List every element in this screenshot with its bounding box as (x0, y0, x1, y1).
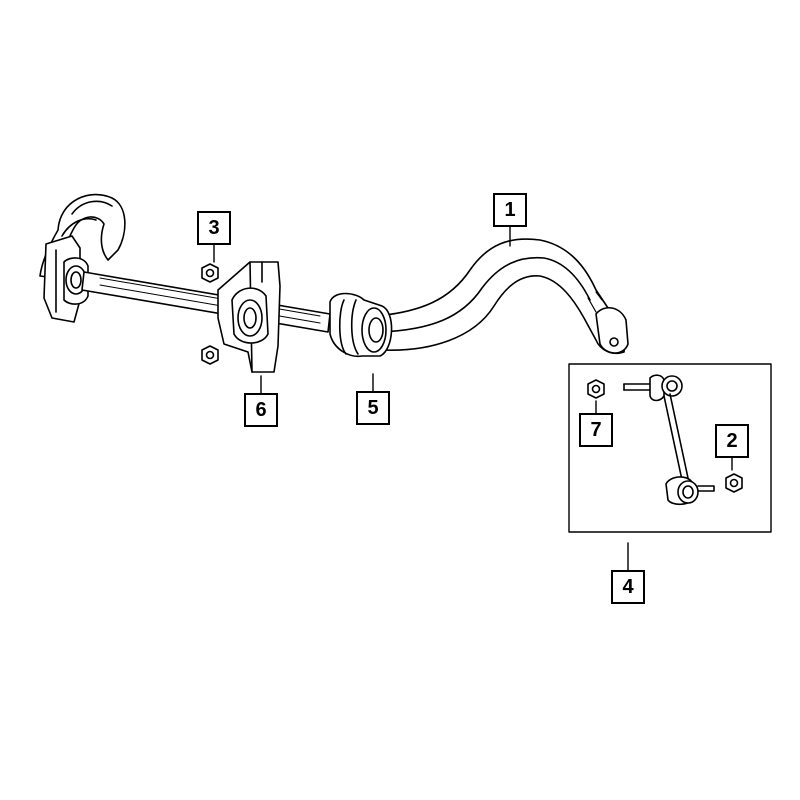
clamp-nut-lower (201, 345, 219, 365)
callout-1: 1 (493, 193, 527, 227)
stabilizer-bar (39, 193, 629, 355)
bushing-clamp (217, 261, 281, 373)
link-nut-lower (725, 473, 743, 493)
callout-5: 5 (356, 391, 390, 425)
clamp-nut (201, 263, 219, 283)
callout-2: 2 (715, 424, 749, 458)
stabilizer-link (623, 374, 715, 506)
callout-6: 6 (244, 393, 278, 427)
leader-lines (213, 225, 733, 571)
callout-4: 4 (611, 570, 645, 604)
callout-3: 3 (197, 211, 231, 245)
link-nut-upper (587, 379, 605, 399)
callout-7: 7 (579, 413, 613, 447)
bushing (329, 292, 393, 358)
